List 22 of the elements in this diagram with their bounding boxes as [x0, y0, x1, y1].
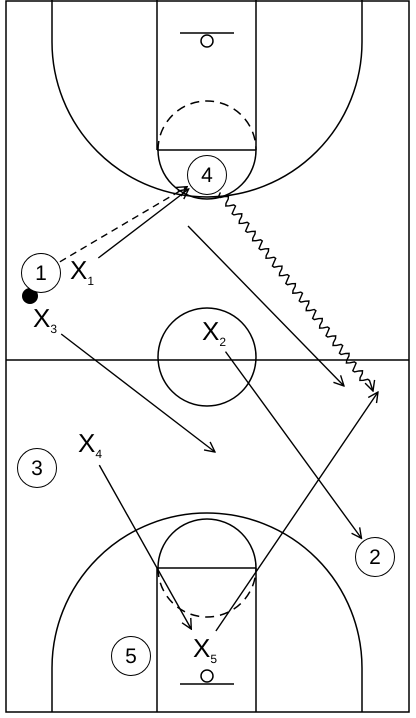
player-number: 4	[201, 164, 213, 186]
player-circle	[355, 537, 395, 577]
cut-arrow	[98, 464, 192, 630]
player-number: 5	[125, 646, 137, 666]
defender-label: X$_{1}$	[70, 255, 110, 285]
player-circle	[17, 448, 57, 488]
player-number: 3	[31, 458, 43, 478]
defender-label: X$_{3}$	[33, 303, 73, 333]
player-number: 2	[369, 546, 381, 568]
player-number: 1	[35, 262, 47, 284]
player-circle	[21, 253, 61, 293]
defender-label: X$_{5}$	[193, 633, 233, 663]
cut-arrow	[224, 351, 362, 540]
dribble-arrow	[218, 192, 376, 392]
player-circle	[111, 636, 151, 676]
cut-arrow	[60, 333, 216, 453]
defender-label: X$_{4}$	[78, 428, 118, 458]
player-circle	[187, 155, 227, 195]
cut-arrow	[98, 188, 190, 259]
pass-arrow	[60, 186, 188, 262]
cut-arrow	[215, 391, 379, 632]
defender-label: X$_{2}$	[202, 316, 242, 346]
